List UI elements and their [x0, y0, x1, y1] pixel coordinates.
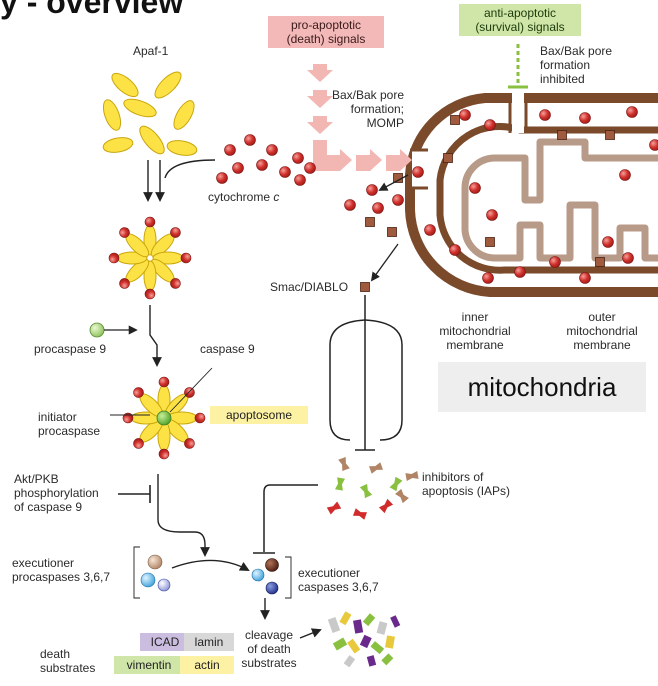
pro-apoptotic-label: pro-apoptotic (death) signals	[268, 16, 384, 48]
inner-membrane-label: inner mitochondrial membrane	[439, 310, 511, 352]
cleaved-fragments	[327, 611, 401, 668]
icad-tag: ICAD	[140, 633, 190, 651]
smac-pathway	[329, 295, 403, 451]
executioner-procaspases-label: executioner procaspases 3,6,7	[12, 556, 111, 584]
initiator-procaspase-label: initiator procaspase	[38, 410, 101, 438]
procaspase-9	[89, 305, 162, 367]
iaps-label: inhibitors of apoptosis (IAPs)	[422, 470, 511, 498]
released-molecules	[344, 166, 424, 292]
vimentin-tag: vimentin	[114, 656, 184, 674]
iap-molecules	[326, 456, 419, 520]
akt-phosphorylation-label: Akt/PKB phosphorylation of caspase 9	[14, 472, 99, 514]
outer-membrane-label: outer mitochondrial membrane	[566, 310, 638, 352]
actin-tag: actin	[180, 656, 234, 674]
assembly-arrows	[143, 159, 216, 202]
caspase9-label: caspase 9	[200, 342, 255, 356]
apoptosome-to-executioner-arrow	[157, 474, 210, 557]
apaf1-heptamer	[108, 216, 192, 300]
anti-apoptotic-inhibition	[508, 44, 528, 89]
akt-inhibition	[118, 485, 151, 503]
death-substrates-label: death substrates	[40, 647, 96, 675]
executioner-caspases-label: executioner caspases 3,6,7	[298, 566, 379, 594]
apoptosome-label: apoptosome	[210, 406, 308, 424]
lamin-tag: lamin	[184, 633, 234, 651]
cytochrome-c-label: cytochrome c	[208, 190, 280, 204]
cleavage-label: cleavage of death substrates	[241, 628, 297, 670]
mitochondrion	[405, 93, 658, 297]
bax-bak-momp-label: Bax/Bak pore formation; MOMP	[331, 88, 404, 130]
bax-bak-inhibited-label: Bax/Bak pore formation inhibited	[540, 44, 613, 86]
executioner-procaspases	[133, 546, 250, 599]
anti-apoptotic-label: anti-apoptotic (survival) signals	[459, 4, 581, 36]
smac-diablo-label: Smac/DIABLO	[270, 280, 349, 294]
mitochondria-label: mitochondria	[438, 362, 646, 412]
caspase9-leader	[169, 367, 213, 413]
executioner-caspases	[251, 556, 322, 639]
cytochrome-c-cluster	[216, 134, 316, 186]
page-title: y - overview	[0, 0, 184, 20]
apaf1-molecules	[102, 71, 198, 156]
apoptosome-complex	[122, 376, 206, 460]
pro-apoptotic-arrows	[307, 64, 412, 171]
apaf1-label: Apaf-1	[133, 44, 169, 58]
procaspase9-label: procaspase 9	[34, 342, 107, 356]
iap-inhibition	[253, 484, 318, 554]
